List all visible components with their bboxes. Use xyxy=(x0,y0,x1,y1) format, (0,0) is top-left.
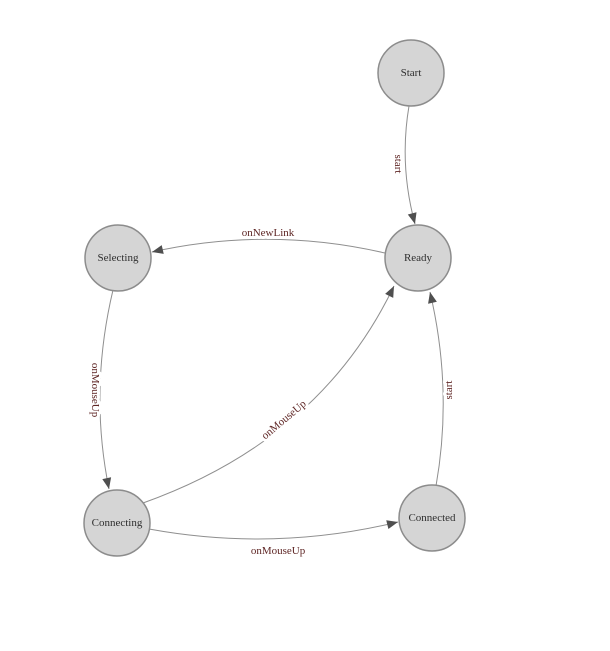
state-circle[interactable] xyxy=(398,484,466,552)
edge-ready-selecting[interactable]: onNewLink xyxy=(151,224,386,256)
edge-label: onMouseUp xyxy=(251,545,306,557)
arrowhead-icon xyxy=(385,286,394,298)
state-node-ready[interactable]: Ready xyxy=(384,224,452,292)
arrowhead-icon xyxy=(102,477,112,489)
edge-connecting-ready[interactable]: onMouseUp xyxy=(142,284,398,504)
edge-label: start xyxy=(443,381,455,400)
edge-path[interactable] xyxy=(148,521,399,540)
state-circle[interactable] xyxy=(377,39,445,107)
state-label: Connected xyxy=(408,512,456,524)
state-circle[interactable] xyxy=(384,224,452,292)
edge-path[interactable] xyxy=(142,285,395,504)
state-node-connected[interactable]: Connected xyxy=(398,484,466,552)
arrowhead-icon xyxy=(152,245,164,254)
edge-label: onMouseUp xyxy=(259,398,309,442)
arrowhead-icon xyxy=(407,212,417,224)
edge-path[interactable] xyxy=(99,289,114,490)
edge-selecting-connecting[interactable]: onMouseUp xyxy=(86,289,114,490)
edge-connected-ready[interactable]: start xyxy=(426,291,458,487)
edge-label: start xyxy=(392,155,404,174)
arrowhead-icon xyxy=(428,292,437,304)
state-label: Connecting xyxy=(92,517,143,529)
state-circle[interactable] xyxy=(84,224,152,292)
state-node-start[interactable]: Start xyxy=(377,39,445,107)
state-label: Ready xyxy=(404,252,433,264)
state-circle[interactable] xyxy=(83,489,151,557)
state-label: Selecting xyxy=(98,252,139,264)
state-node-selecting[interactable]: Selecting xyxy=(84,224,152,292)
edge-path[interactable] xyxy=(429,291,444,487)
edge-path[interactable] xyxy=(404,105,416,225)
edge-path[interactable] xyxy=(151,238,386,254)
arrowhead-icon xyxy=(386,520,398,530)
state-label: Start xyxy=(401,67,422,79)
edge-connecting-connected[interactable]: onMouseUp xyxy=(148,518,399,560)
edge-label: onMouseUp xyxy=(89,363,101,418)
edge-label: onNewLink xyxy=(242,227,295,239)
state-node-connecting[interactable]: Connecting xyxy=(83,489,151,557)
edge-start-ready[interactable]: start xyxy=(389,105,419,225)
